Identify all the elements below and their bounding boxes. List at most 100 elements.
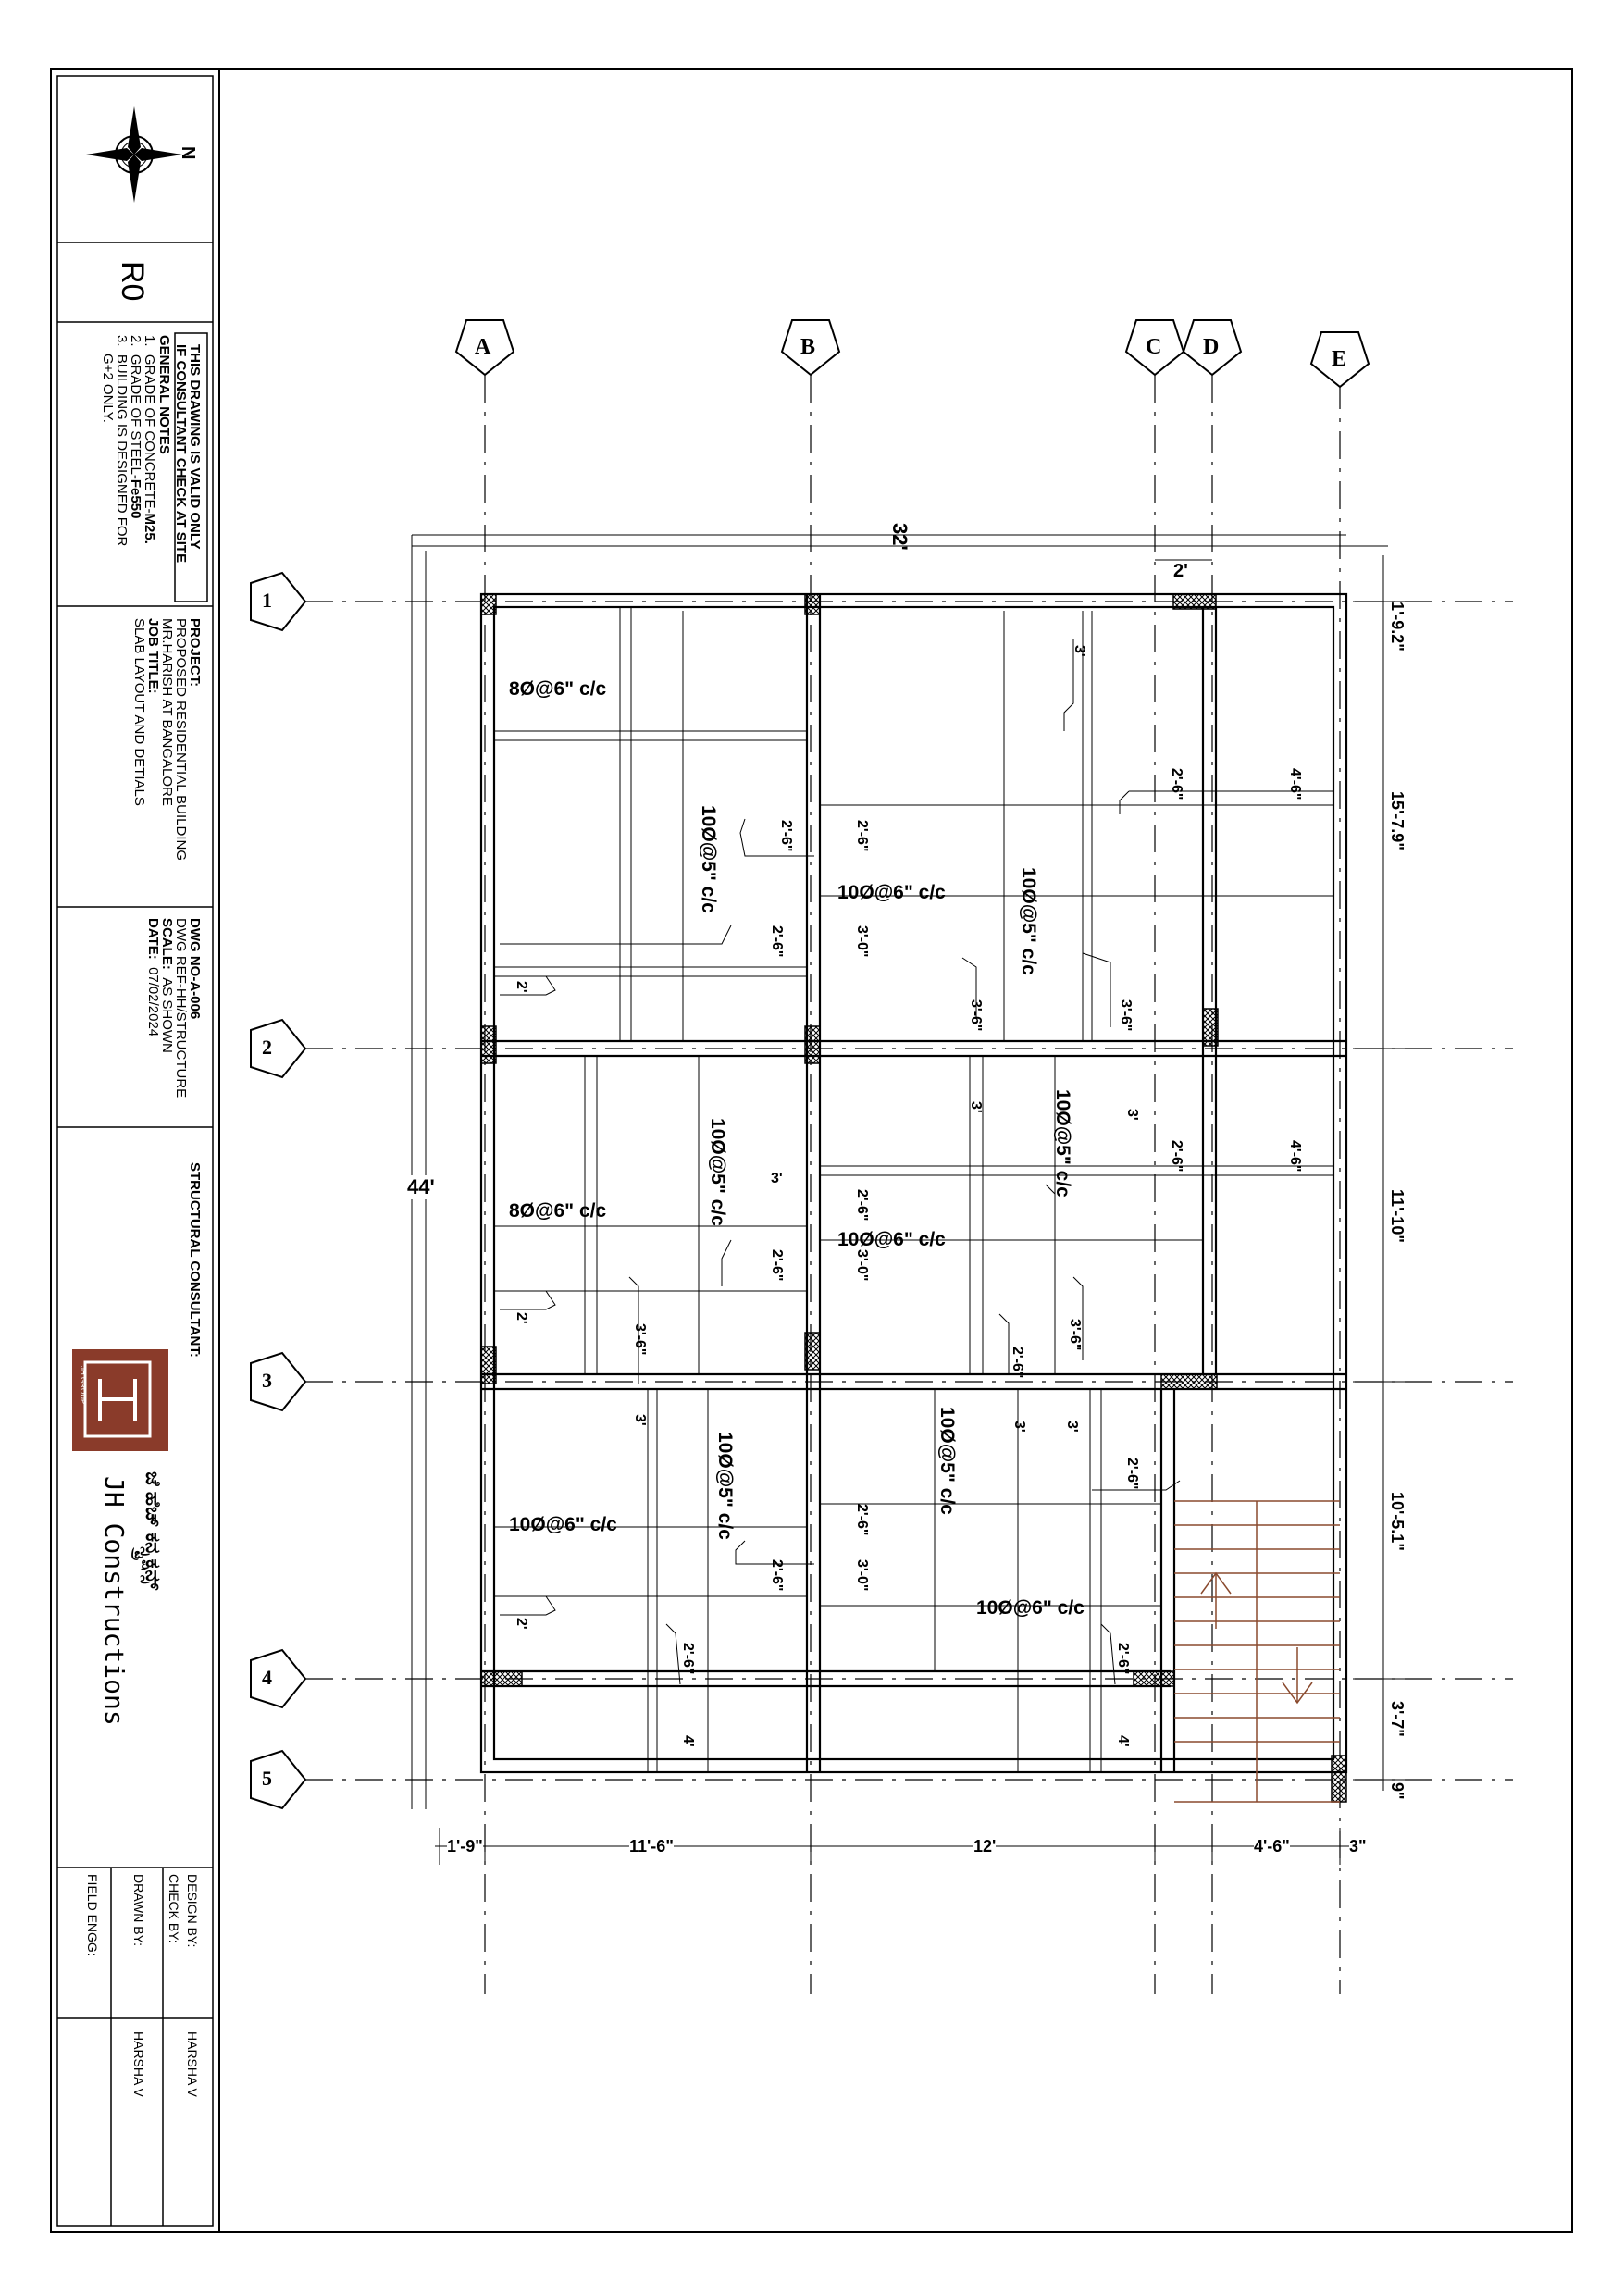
bar-length-label: 2'-6"	[854, 1189, 870, 1222]
grid-label-e: E	[1332, 347, 1347, 371]
grid-label-d: D	[1203, 335, 1220, 359]
rebar-label-8-6-top: 8Ø@6" c/c	[509, 678, 607, 700]
dim-c-to-d: 2'	[1173, 561, 1188, 581]
date: DATE: 07/02/2024	[145, 918, 161, 1037]
note-1: 1. GRADE OF CONCRETE-M25.	[142, 335, 157, 544]
grid-bubbles	[250, 319, 1370, 1810]
dwg-no: DWG NO-A-006	[187, 918, 203, 1020]
grid-label-3: 3	[262, 1369, 272, 1392]
field-engg-label: FIELD ENGG:	[85, 1874, 100, 1956]
validity-note-line1: THIS DRAWING IS VALID ONLY	[187, 344, 203, 550]
bar-length-label: 3'	[968, 1101, 984, 1113]
bar-length-label: 4'	[1115, 1735, 1131, 1747]
dim-bottom-3: 4'-6"	[1254, 1837, 1290, 1856]
bar-length-label: 2'-6"	[1010, 1347, 1025, 1379]
bar-length-label: 3'	[632, 1414, 648, 1426]
bar-length-label: 3'	[1011, 1421, 1027, 1433]
bar-length-label: 3'-0"	[854, 1249, 870, 1282]
dim-bottom-0: 1'-9"	[447, 1837, 483, 1856]
bar-length-label: 2'-6"	[778, 820, 794, 852]
bar-length-label: 3'	[771, 1171, 783, 1186]
grid-label-c: C	[1146, 335, 1162, 359]
job-title-heading: JOB TITLE:	[145, 618, 161, 694]
drawn-by-value: HARSHA V	[131, 2031, 146, 2097]
north-arrow-icon	[86, 106, 182, 203]
rebar-label-10-6-bot: 10Ø@6" c/c	[976, 1597, 1085, 1619]
grid-label-5: 5	[262, 1767, 272, 1790]
dim-right-3: 10'-5.1"	[1387, 1492, 1407, 1551]
grid-label-2: 2	[262, 1036, 272, 1059]
project-line1: PROPOSED RESIDENTIAL BUILDING	[173, 618, 189, 862]
bar-length-label: 3'	[1072, 645, 1087, 657]
rebar-label-10-5-a: 10Ø@5" c/c	[698, 805, 719, 913]
bar-length-label: 3'-6"	[968, 999, 984, 1032]
bar-length-label: 2'-6"	[769, 925, 785, 958]
rebar-label-10-5-e: 10Ø@5" c/c	[714, 1432, 736, 1540]
bar-length-label: 4'-6"	[1287, 768, 1303, 800]
rebar-label-10-6-left: 10Ø@6" c/c	[509, 1514, 617, 1535]
dwg-ref: DWG REF-HH/STRUCTURE	[173, 918, 189, 1098]
staircase	[1174, 1500, 1340, 1803]
north-label: N	[178, 146, 198, 160]
rebar-label-10-6-mid: 10Ø@6" c/c	[837, 1229, 946, 1250]
bar-length-label: 2'-6"	[1169, 1140, 1184, 1173]
dim-overall-width: 32'	[888, 523, 911, 551]
bar-length-label: 3'	[1064, 1421, 1080, 1433]
bar-length-label: 2'-6"	[854, 820, 870, 852]
project-heading: PROJECT:	[187, 618, 203, 688]
sheet-border	[50, 68, 1573, 2233]
rebar-lines	[494, 607, 1333, 1772]
project-line2: MR.HARISH AT BANGALORE	[159, 618, 175, 806]
bar-length-label: 2'	[514, 981, 529, 993]
design-by-value: HARSHA V	[185, 2031, 200, 2097]
dim-right-4: 3'-7"	[1387, 1701, 1407, 1737]
rebar-label-8-6-mid: 8Ø@6" c/c	[509, 1200, 607, 1222]
bar-length-label: 2'-6"	[769, 1249, 785, 1282]
dim-right-2: 11'-10"	[1387, 1189, 1407, 1243]
bar-length-label: 2'-6"	[1124, 1458, 1140, 1490]
company-name: JH Constructions	[99, 1476, 130, 1726]
rebar-label-10-5-b: 10Ø@5" c/c	[1018, 867, 1039, 975]
grid-label-1: 1	[262, 589, 272, 612]
logo-caption: JH GROUP	[79, 1366, 87, 1405]
dim-right-5: 9"	[1387, 1782, 1407, 1800]
rebar-label-10-5-d: 10Ø@5" c/c	[1052, 1089, 1073, 1198]
dim-bottom-2: 12'	[973, 1837, 997, 1856]
bar-length-label: 3'-6"	[1067, 1319, 1083, 1351]
rebar-label-10-5-c: 10Ø@5" c/c	[707, 1118, 728, 1226]
bar-length-label: 3'-0"	[854, 1559, 870, 1592]
slab-outline	[479, 592, 1348, 1774]
rebar-label-10-6-top: 10Ø@6" c/c	[837, 882, 946, 903]
note-2: 2. GRADE OF STEEL-Fe550	[128, 335, 143, 519]
bar-length-label: 2'-6"	[769, 1559, 785, 1592]
jh-group-logo	[72, 1349, 168, 1451]
grid-lines	[305, 375, 1513, 1994]
grid-label-4: 4	[262, 1666, 272, 1689]
bar-length-label: 2'-6"	[854, 1504, 870, 1536]
grid-label-a: A	[475, 335, 491, 359]
bar-length-label: 3'-6"	[632, 1323, 648, 1356]
bar-length-label: 3'-0"	[854, 925, 870, 958]
consultant-heading: STRUCTURAL CONSULTANT:	[187, 1162, 203, 1358]
validity-note-line2: IF CONSULTANT CHECK AT SITE	[173, 344, 189, 564]
dim-right-0: 1'-9.2"	[1387, 602, 1407, 652]
check-by-label: CHECK BY:	[167, 1874, 181, 1943]
bar-length-label: 2'-6"	[1169, 768, 1184, 800]
bar-length-label: 3'	[1124, 1109, 1140, 1121]
grid-label-b: B	[800, 335, 816, 359]
title-block	[56, 75, 214, 2227]
bar-length-label: 3'-6"	[1118, 999, 1134, 1032]
bar-length-label: 2'	[514, 1618, 529, 1630]
dim-bottom-1: 11'-6"	[629, 1837, 674, 1856]
bar-length-label: 2'	[514, 1312, 529, 1324]
company-kannada: ಜೆ ಹೆಚ್ ಕನ್ಸ್ಟ್ರಕ್ಷನ್ಸ್	[142, 1471, 165, 1590]
bar-length-label: 2'-6"	[1115, 1643, 1131, 1675]
dim-bottom-4: 3"	[1349, 1837, 1367, 1856]
dim-right-1: 15'-7.9"	[1387, 791, 1407, 850]
design-by-label: DESIGN BY:	[185, 1874, 200, 1948]
rebar-label-10-5-f: 10Ø@5" c/c	[936, 1407, 958, 1515]
columns	[480, 593, 1347, 1803]
general-notes-heading: GENERAL NOTES	[156, 335, 172, 454]
bar-length-label: 4'-6"	[1287, 1140, 1303, 1173]
